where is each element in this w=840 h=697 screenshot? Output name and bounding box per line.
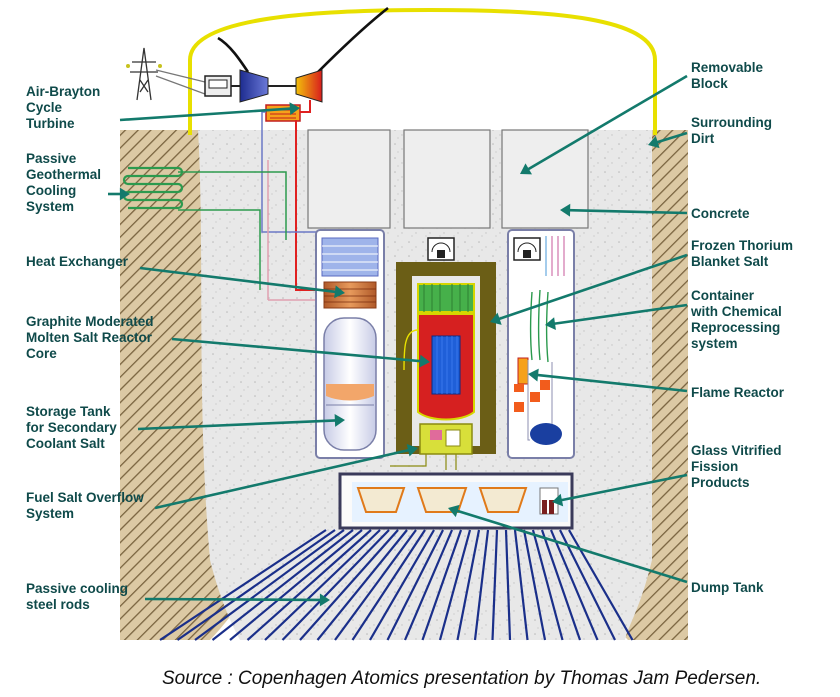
arrow-head xyxy=(448,504,460,518)
label-fuel-overflow: Fuel Salt Overflow System xyxy=(26,490,144,521)
leader-arrow xyxy=(171,337,422,363)
cooling-rod xyxy=(229,529,363,641)
leader-arrow xyxy=(553,303,688,326)
graphite-fuel-block xyxy=(431,335,461,395)
compressor-turbine-icon xyxy=(239,69,269,103)
power-pylon-icon xyxy=(126,47,162,101)
cooling-rod xyxy=(540,529,582,641)
dump-tank-2 xyxy=(416,487,468,513)
cooling-rod xyxy=(316,529,408,641)
yellow-dome xyxy=(188,7,657,135)
label-concrete: Concrete xyxy=(691,206,750,221)
cooling-rod xyxy=(531,529,564,641)
core-heat-exchanger xyxy=(417,283,475,313)
arrow-head xyxy=(490,312,502,325)
arrow-head xyxy=(528,368,539,382)
cooling-rod xyxy=(176,529,336,641)
arrow-head xyxy=(419,354,430,368)
label-frozen-thorium: Frozen Thorium Blanket Salt xyxy=(691,238,793,269)
cooling-rod xyxy=(299,529,399,641)
leader-arrow xyxy=(536,373,688,393)
blue-vessel xyxy=(530,423,562,445)
label-container: Container with Chemical Reprocessing sys… xyxy=(691,288,782,351)
dump-tank-3 xyxy=(478,487,528,513)
label-graphite-core: Graphite Moderated Molten Salt Reactor C… xyxy=(26,314,154,361)
cooling-rod xyxy=(194,529,345,641)
leader-arrow xyxy=(119,107,292,122)
cooling-rod xyxy=(513,529,529,641)
cooling-rod xyxy=(403,529,454,641)
arrow-head xyxy=(648,135,660,149)
arrow-head xyxy=(334,414,345,427)
cooling-rod xyxy=(369,529,435,641)
cooling-rod xyxy=(246,529,372,641)
reprocessing-coils xyxy=(529,289,549,363)
removable-block-1 xyxy=(307,129,391,229)
label-air-brayton: Air-Brayton Cycle Turbine xyxy=(26,84,101,131)
geothermal-pipe xyxy=(178,171,287,290)
dump-tank-1 xyxy=(356,487,406,513)
cooling-rod xyxy=(386,529,444,641)
label-dump-tank: Dump Tank xyxy=(691,580,764,595)
gas-turbine-icon xyxy=(295,69,323,103)
leader-arrow xyxy=(656,131,688,144)
cooling-rod xyxy=(421,529,463,641)
cooling-rod xyxy=(351,529,426,641)
arrow-head xyxy=(552,493,564,507)
arrow-head xyxy=(520,163,532,175)
cooling-rod xyxy=(281,529,390,641)
cooling-rod xyxy=(549,529,599,641)
removable-block-3 xyxy=(501,129,589,229)
wire-1 xyxy=(217,36,250,73)
gauge-right xyxy=(513,237,541,261)
leader-arrow xyxy=(568,208,688,215)
label-heat-exchanger: Heat Exchanger xyxy=(26,254,129,269)
cooling-rod xyxy=(456,529,481,641)
arrow-head xyxy=(119,187,130,201)
label-storage-tank: Storage Tank for Secondary Coolant Salt xyxy=(26,404,117,451)
cooling-rod xyxy=(559,529,616,641)
leader-arrow xyxy=(139,266,337,294)
leader-arrow xyxy=(498,253,688,321)
removable-block-2 xyxy=(403,129,491,229)
arrow-head xyxy=(545,317,556,330)
leader-arrow xyxy=(527,74,688,171)
cooling-rod xyxy=(491,529,499,641)
cooling-rods xyxy=(159,529,634,641)
leader-arrow xyxy=(560,473,688,502)
cooling-rod xyxy=(211,529,354,641)
label-glass-vitrified: Glass Vitrified Fission Products xyxy=(691,443,782,490)
label-surrounding-dirt: Surrounding Dirt xyxy=(691,115,772,146)
flame-reactor-icon xyxy=(517,357,529,385)
label-passive-rods: Passive cooling steel rods xyxy=(26,581,129,612)
cooling-rod xyxy=(159,529,327,641)
leader-arrows xyxy=(108,74,688,607)
cooling-rod xyxy=(334,529,417,641)
source-caption: Source : Copenhagen Atomics presentation… xyxy=(162,668,762,689)
cooling-rod xyxy=(438,529,472,641)
geothermal-coil xyxy=(122,166,184,210)
gauge-center xyxy=(427,237,455,261)
leader-arrow xyxy=(456,509,688,584)
wire-2 xyxy=(317,6,389,73)
leader-arrow xyxy=(144,597,322,602)
arrow-head xyxy=(406,443,418,457)
label-removable-block: Removable Block xyxy=(691,60,764,91)
arrow-head xyxy=(289,102,300,116)
heat-exchanger-core xyxy=(323,281,377,309)
label-flame-reactor: Flame Reactor xyxy=(691,385,785,400)
leader-arrow xyxy=(137,419,337,431)
label-passive-geothermal: Passive Geothermal Cooling System xyxy=(26,151,102,214)
cooling-rod xyxy=(473,529,490,641)
arrow-head xyxy=(560,203,571,217)
power-lines xyxy=(155,69,206,95)
cooling-rod xyxy=(504,529,512,641)
arrow-head xyxy=(334,285,345,299)
cooling-rod xyxy=(522,529,547,641)
leader-arrow xyxy=(154,448,410,510)
cooling-rod xyxy=(264,529,381,641)
right-module xyxy=(507,229,575,459)
arrow-head xyxy=(319,593,330,607)
